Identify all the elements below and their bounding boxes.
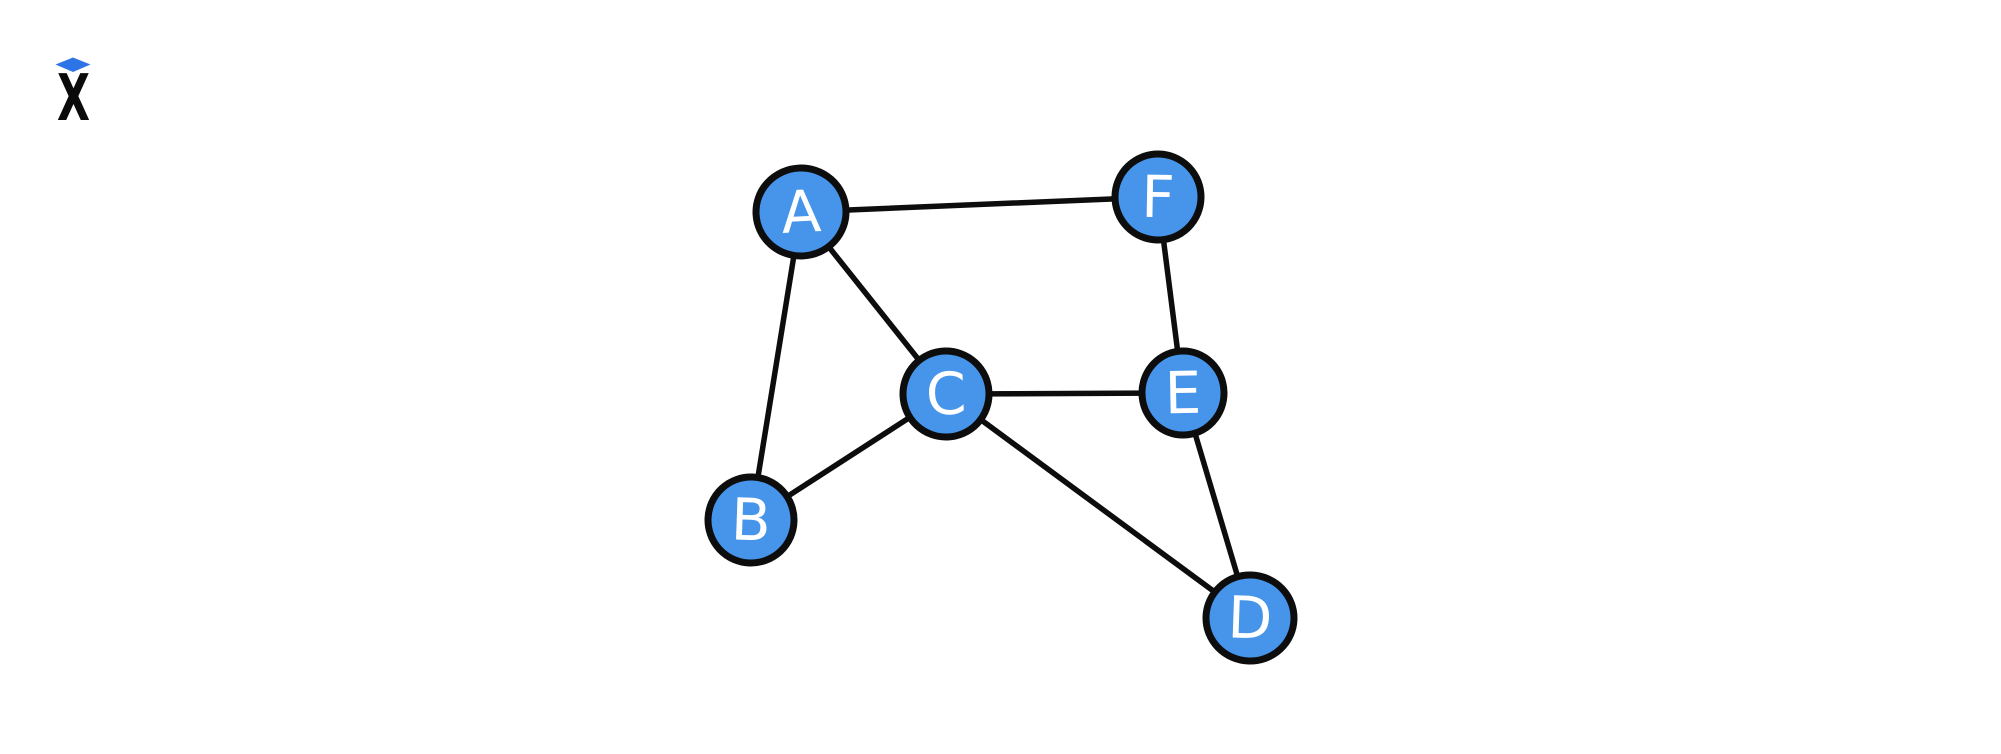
node-circle-B xyxy=(704,473,798,567)
edge-C-D xyxy=(943,391,1253,621)
node-circle-E xyxy=(1138,347,1228,439)
logo-diamond-icon xyxy=(55,57,91,72)
node-label-A: A xyxy=(779,177,823,247)
node-E: E xyxy=(1138,347,1228,439)
node-label-F: F xyxy=(1141,163,1176,232)
node-label-C: C xyxy=(925,359,968,428)
brand-logo[interactable]: X xyxy=(53,53,97,123)
node-label-E: E xyxy=(1164,359,1202,428)
node-label-B: B xyxy=(730,485,772,554)
node-circle-A xyxy=(752,164,850,260)
node-F: F xyxy=(1111,150,1205,244)
node-circle-C xyxy=(899,347,993,441)
node-D: D xyxy=(1202,571,1298,665)
node-label-D: D xyxy=(1226,583,1273,653)
edge-A-F xyxy=(798,194,1161,215)
logo-letter: X xyxy=(57,62,90,123)
edge-A-B xyxy=(748,209,804,523)
node-C: C xyxy=(899,347,993,441)
node-A: A xyxy=(752,164,850,260)
node-circle-D xyxy=(1202,571,1298,665)
node-B: B xyxy=(704,473,798,567)
node-circle-F xyxy=(1111,150,1205,244)
